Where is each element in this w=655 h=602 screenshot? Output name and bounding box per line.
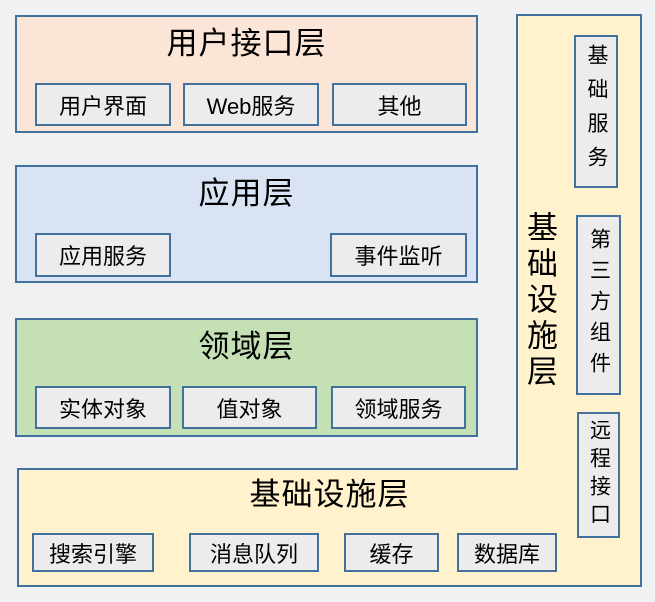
component-basic-service: 基础服务 [574,35,618,188]
component-third-party: 第三方组件 [576,215,621,395]
component-database: 数据库 [457,533,557,572]
layer-infrastructure-title: 基础设施层 [249,477,410,512]
component-event-listener: 事件监听 [330,233,467,277]
component-other: 其他 [332,83,467,126]
component-value-object: 值对象 [182,386,317,429]
component-application-service: 应用服务 [35,233,171,277]
layer-application: 应用层 应用服务 事件监听 [15,165,478,283]
component-user-interface: 用户界面 [35,83,171,126]
component-domain-service: 领域服务 [331,386,466,429]
component-entity-object: 实体对象 [35,386,171,429]
layer-infrastructure-bottom: 基础设施层 搜索引擎 消息队列 缓存 数据库 [19,470,640,586]
sidebar-infrastructure-title: 基础设施层 [522,210,557,391]
layer-domain-title: 领域层 [198,329,295,364]
component-message-queue: 消息队列 [189,533,319,572]
component-search-engine: 搜索引擎 [32,533,154,572]
component-cache: 缓存 [344,533,439,572]
layer-user-interface: 用户接口层 用户界面 Web服务 其他 [15,15,478,133]
component-remote-interface: 远程接口 [577,412,620,538]
layer-user-interface-title: 用户接口层 [166,26,327,61]
layer-domain: 领域层 实体对象 值对象 领域服务 [15,318,478,437]
layer-application-title: 应用层 [198,176,295,211]
layer-infrastructure-sidebar: 基础设施层 基础服务 第三方组件 远程接口 [518,16,640,585]
component-web-service: Web服务 [183,83,319,126]
